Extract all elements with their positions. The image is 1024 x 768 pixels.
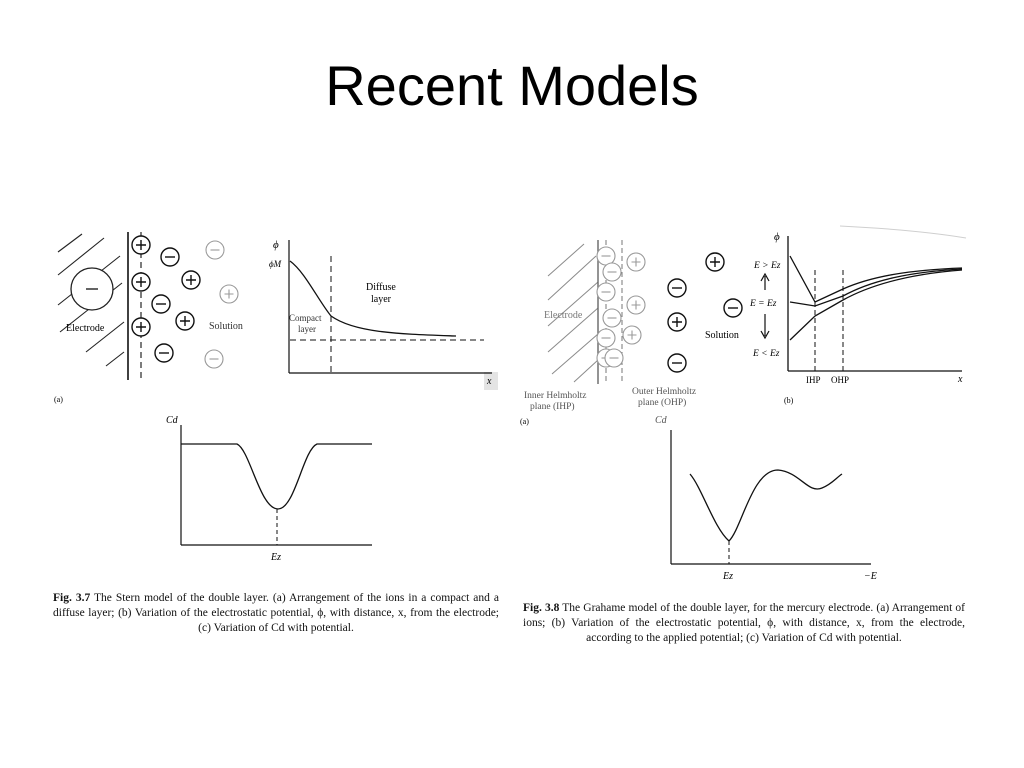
cation-icon-faint — [626, 295, 646, 315]
cation-icon-faint — [626, 252, 646, 272]
anion-icon-faint — [204, 349, 224, 369]
stern-panel-b: ϕ ϕM x Compact layer Diffuse layer — [269, 239, 498, 390]
ez-label: Ez — [722, 571, 733, 582]
cation-icon — [131, 235, 151, 255]
potential-curve — [289, 260, 457, 337]
grahame-fig-number: Fig. 3.8 — [523, 602, 560, 614]
cation-icon-faint — [622, 325, 642, 345]
cation-icon — [131, 317, 151, 337]
ihp-axis-label: IHP — [806, 375, 821, 385]
anion-icon-faint — [602, 308, 622, 328]
y-axis-label: ϕ — [774, 231, 780, 243]
curve-label-equal: E = Ez — [749, 299, 777, 309]
y-axis-label: Cd — [655, 415, 668, 426]
anion-icon — [160, 247, 180, 267]
curve-label-less: E < Ez — [752, 349, 780, 359]
ohp-label: Outer Helmholtz plane (OHP) — [632, 387, 698, 408]
anion-icon — [667, 353, 687, 373]
neg-e-label: −E — [864, 571, 877, 582]
cation-icon — [667, 312, 687, 332]
panel-tag-a: (a) — [520, 417, 529, 426]
capacitance-curve — [181, 443, 372, 510]
solution-label: Solution — [209, 321, 243, 332]
arrow-up — [760, 272, 770, 290]
scan-artifact — [839, 225, 967, 239]
cation-icon — [705, 252, 725, 272]
anion-icon — [667, 278, 687, 298]
grahame-panel-c: Cd Ez −E — [655, 415, 877, 582]
stern-panel-a: Electrode Solution (a) — [54, 232, 243, 404]
cation-icon — [181, 270, 201, 290]
grahame-caption-text: The Grahame model of the double layer, f… — [523, 602, 966, 644]
anion-icon-faint — [604, 348, 624, 368]
stern-fig-number: Fig. 3.7 — [53, 592, 91, 604]
slide-title: Recent Models — [325, 54, 699, 117]
ez-label: Ez — [270, 552, 281, 563]
cation-icon — [175, 311, 195, 331]
adsorbed-anion-icon — [596, 282, 616, 302]
anion-icon — [151, 294, 171, 314]
grahame-caption: Fig. 3.8 The Grahame model of the double… — [523, 601, 965, 646]
stern-caption: Fig. 3.7 The Stern model of the double l… — [53, 591, 499, 636]
x-axis-label: x — [957, 374, 963, 385]
adsorbed-anion-icon — [596, 328, 616, 348]
capacitance-curve — [689, 469, 843, 542]
panel-tag-b: (b) — [784, 396, 794, 405]
curve-e-less — [789, 269, 963, 341]
diffuse-layer-label: Diffuse layer — [366, 282, 398, 305]
adsorbed-anion-icon — [596, 246, 616, 266]
curve-label-greater: E > Ez — [753, 261, 781, 271]
x-axis-label: x — [486, 376, 492, 387]
electrode-hatching — [547, 243, 599, 383]
panel-tag-a: (a) — [54, 395, 63, 404]
stern-panel-c: Cd Ez — [166, 415, 372, 563]
anion-icon-faint — [602, 262, 622, 282]
phi-m-label: ϕM — [269, 259, 282, 269]
anion-icon — [723, 298, 743, 318]
curve-e-equal — [789, 268, 963, 307]
ihp-label: Inner Helmholtz plane (IHP) — [524, 391, 589, 412]
y-axis-label: ϕ — [273, 239, 279, 251]
compact-layer-label: Compact layer — [289, 313, 324, 334]
curve-e-greater — [789, 255, 963, 303]
anion-icon — [154, 343, 174, 363]
y-axis-label: Cd — [166, 415, 179, 426]
ohp-axis-label: OHP — [831, 375, 849, 385]
stern-caption-text: The Stern model of the double layer. (a)… — [53, 592, 499, 634]
electrode-label: Electrode — [66, 323, 105, 334]
electrode-label: Electrode — [544, 310, 583, 321]
grahame-panel-a: Electrode Solution Inner Helmholtz plane… — [520, 240, 743, 426]
arrow-down — [760, 314, 770, 340]
cation-icon-faint — [219, 284, 239, 304]
cation-icon — [131, 272, 151, 292]
anion-icon-faint — [205, 240, 225, 260]
grahame-panel-b: ϕ x E > Ez E = Ez E < Ez IHP OHP (b) — [749, 225, 967, 405]
solution-label: Solution — [705, 330, 739, 341]
